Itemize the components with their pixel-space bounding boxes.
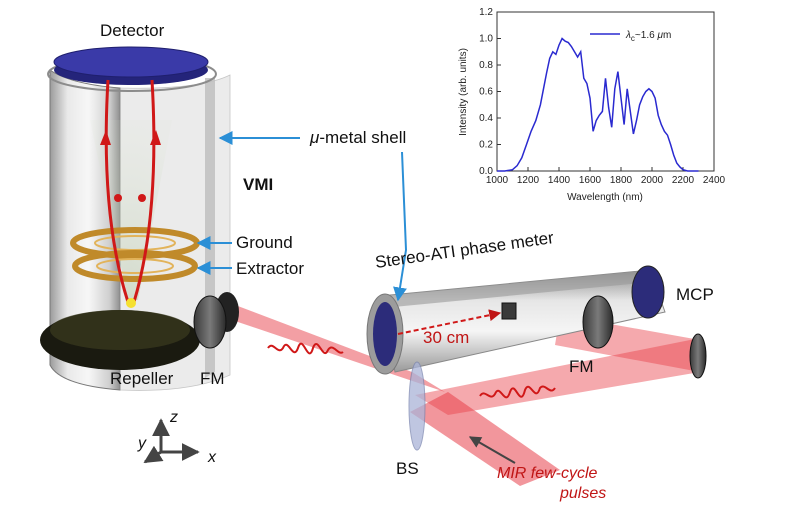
beam-to-stereo — [415, 338, 700, 415]
mu-metal-pointer-down — [393, 151, 408, 302]
stereo-ati-phase-meter — [366, 265, 707, 451]
legend-unit: m — [663, 30, 671, 41]
y-tick-label: 1.0 — [479, 34, 493, 45]
chart-legend: λc~1.6 μm — [590, 30, 671, 43]
legend-text: λc~1.6 μm — [625, 30, 671, 43]
pulse-waveform-right — [479, 385, 556, 399]
bs-label: BS — [396, 459, 419, 478]
detector-label: Detector — [100, 21, 165, 40]
electron-trajectory-right — [132, 79, 156, 303]
pulses-label-line2: pulses — [559, 485, 606, 502]
spectrum-line — [497, 37, 699, 172]
input-pulse-arrow — [468, 436, 516, 464]
trajectory-dot-right — [138, 194, 146, 202]
x-tick-label: 1800 — [610, 175, 633, 186]
extractor-electrode — [72, 250, 198, 282]
y-tick-label: 0.6 — [479, 87, 493, 98]
legend-sub: c — [631, 34, 635, 43]
ground-label: Ground — [236, 233, 293, 252]
chart-plot-area — [496, 11, 715, 172]
y-tick-label: 0.8 — [479, 60, 493, 71]
y-axis — [143, 445, 164, 464]
fm-left-label: FM — [200, 369, 225, 388]
chart-xlabel: Wavelength (nm) — [567, 192, 643, 203]
x-tick-label: 2000 — [641, 175, 664, 186]
extractor-electrode-inner — [96, 258, 174, 274]
y-tick-label: 1.2 — [479, 7, 493, 18]
y-tick-label: 0.0 — [479, 166, 493, 177]
beam-input — [410, 392, 560, 486]
trajectory-arrow-left — [100, 130, 111, 145]
trajectory-arrow-right — [150, 130, 161, 145]
pulses-label-line1: MIR few-cycle — [497, 465, 598, 482]
x-axis-label: x — [207, 449, 217, 466]
fm-right-label: FM — [569, 357, 594, 376]
vmi-spectrometer — [40, 46, 239, 391]
x-tick-label: 1400 — [548, 175, 571, 186]
focusing-mirror-left — [193, 295, 227, 349]
x-tick-label: 1200 — [517, 175, 540, 186]
y-tick-label: 0.4 — [479, 113, 493, 124]
repeller-sheen — [50, 310, 190, 350]
extractor-label: Extractor — [236, 259, 304, 278]
legend-mu: μ — [656, 30, 663, 41]
legend-rest: ~1.6 — [635, 30, 658, 41]
x-tick-label: 2200 — [672, 175, 695, 186]
detector-disk — [53, 46, 209, 78]
x-tick-label: 2400 — [703, 175, 726, 186]
mcp-label: MCP — [676, 285, 714, 304]
y-tick-label: 0.2 — [479, 140, 493, 151]
legend-lambda: λ — [625, 30, 631, 41]
coordinate-axes — [143, 418, 200, 464]
focusing-mirror-right — [582, 295, 614, 349]
y-axis-label: y — [137, 435, 147, 452]
chart-ylabel: Intensity (arb. units) — [458, 48, 469, 136]
mir-pulse-waveforms — [267, 342, 556, 464]
x-tick-label: 1600 — [579, 175, 602, 186]
repeller-label: Repeller — [110, 369, 174, 388]
stereo-ati-label: Stereo-ATI phase meter — [374, 228, 555, 272]
mu-metal-shell-label: μ-metal shell — [309, 128, 406, 147]
electron-cone — [90, 120, 172, 300]
beam-splitter — [408, 361, 426, 451]
pointer-arrows — [196, 131, 408, 302]
distance-label: 30 cm — [423, 328, 469, 347]
vmi-label: VMI — [243, 175, 273, 194]
gas-cell — [501, 302, 517, 320]
steering-mirror — [689, 333, 707, 379]
pulse-waveform-left — [267, 342, 344, 355]
x-tick-label: 1000 — [486, 175, 509, 186]
mcp-detector — [631, 265, 665, 319]
spectrum-inset-chart: 1000 1200 1400 1600 1800 2000 2200 2400 0.0 0.2 0.… — [458, 7, 726, 203]
z-axis-label: z — [169, 409, 178, 426]
trajectory-dot-left — [114, 194, 122, 202]
stereo-detector-left — [373, 302, 397, 366]
electron-trajectory-left — [104, 79, 130, 303]
distance-marker — [397, 309, 502, 335]
stereo-tube-shadow — [380, 270, 652, 308]
interaction-point — [126, 298, 136, 308]
chart-ticks: 1000 1200 1400 1600 1800 2000 2200 2400 0.0 0.2 0.… — [479, 7, 725, 186]
